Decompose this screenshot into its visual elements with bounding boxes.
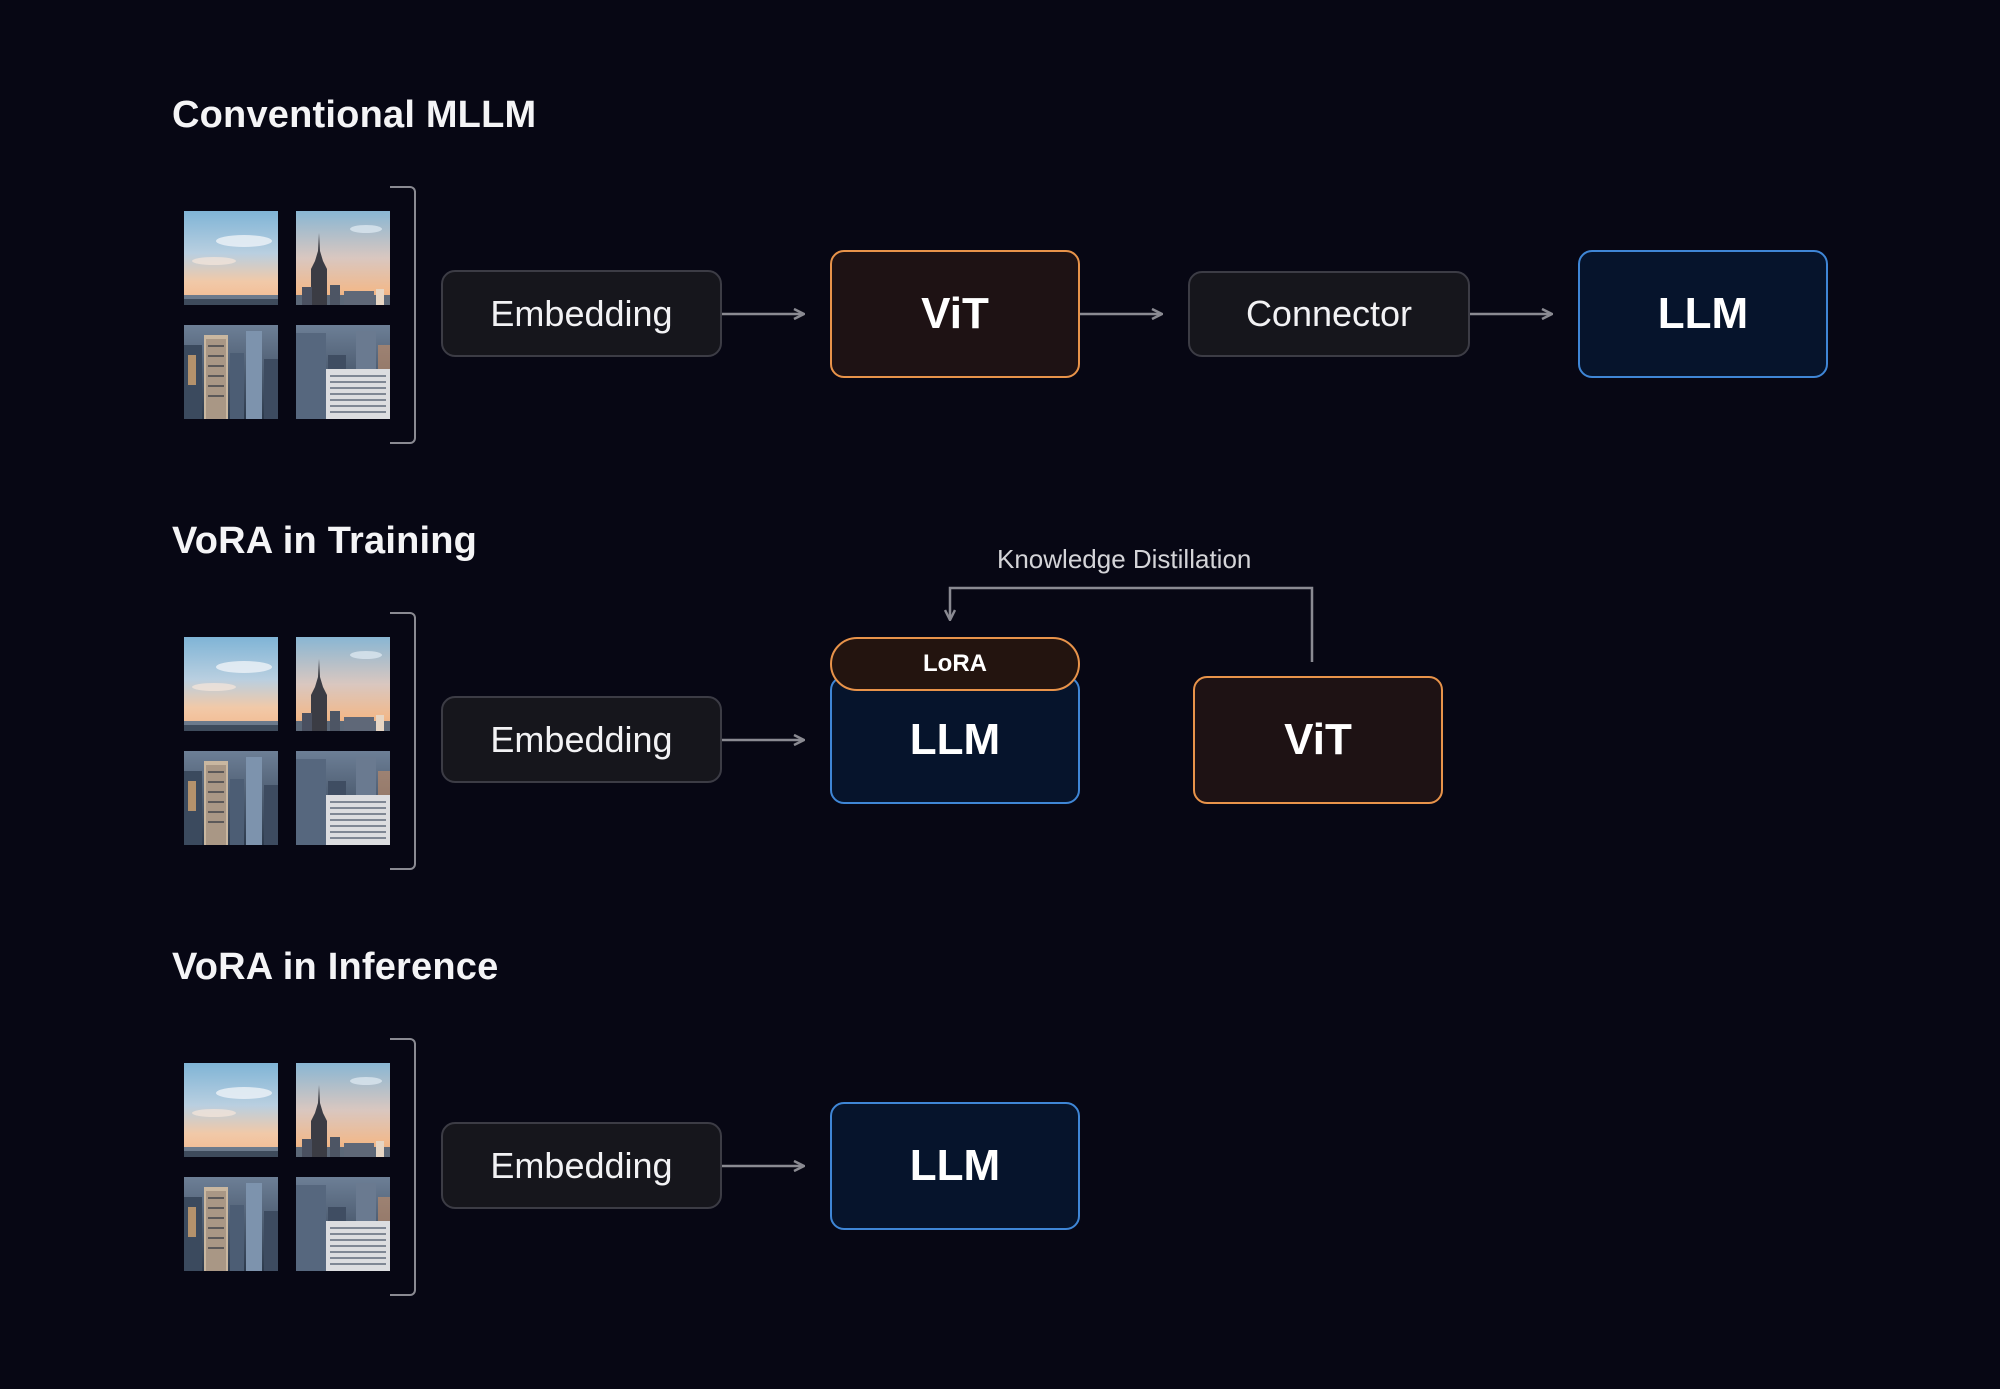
- embedding-box: Embedding: [441, 696, 722, 783]
- bracket: [390, 186, 416, 444]
- llm-box: LLM: [830, 676, 1080, 804]
- llm-box: LLM: [830, 1102, 1080, 1230]
- knowledge-distillation-label: Knowledge Distillation: [997, 544, 1252, 574]
- image-thumbnail-sky: [184, 211, 278, 305]
- llm-box: LLM: [1578, 250, 1828, 378]
- image-thumbnail-tower: [296, 1063, 390, 1157]
- image-thumbnail-city: [184, 1177, 278, 1271]
- image-thumbnail-buildings: [296, 1177, 390, 1271]
- embedding-box: Embedding: [441, 1122, 722, 1209]
- connector-box: Connector: [1188, 271, 1470, 357]
- section-title-vora-training: VoRA in Training: [172, 520, 478, 562]
- image-thumbnail-tower: [296, 211, 390, 305]
- image-thumbnail-tower: [296, 637, 390, 731]
- bracket: [390, 612, 416, 870]
- section-title-conventional-mllm: Conventional MLLM: [172, 94, 537, 136]
- image-thumbnail-city: [184, 325, 278, 419]
- image-thumbnail-city: [184, 751, 278, 845]
- vit-box: ViT: [830, 250, 1080, 378]
- lora-badge: LoRA: [830, 637, 1080, 691]
- image-thumbnail-buildings: [296, 751, 390, 845]
- section-title-vora-inference: VoRA in Inference: [172, 946, 499, 988]
- knowledge-distillation-arrow: [950, 586, 1314, 662]
- bracket: [390, 1038, 416, 1296]
- image-thumbnail-buildings: [296, 325, 390, 419]
- embedding-box: Embedding: [441, 270, 722, 357]
- image-thumbnail-sky: [184, 637, 278, 731]
- vit-teacher-box: ViT: [1193, 676, 1443, 804]
- image-thumbnail-sky: [184, 1063, 278, 1157]
